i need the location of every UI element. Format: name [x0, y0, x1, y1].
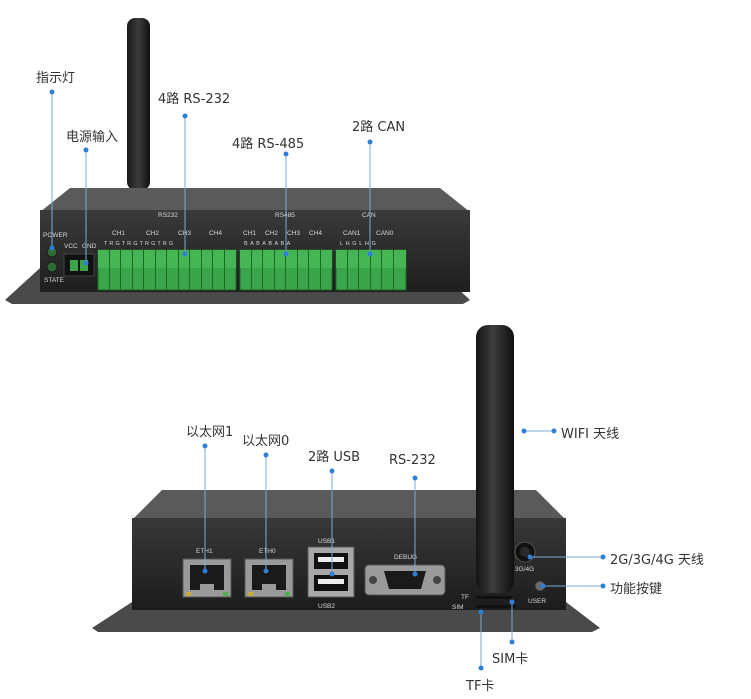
state-led — [46, 261, 58, 273]
rs485-ch3-silk: CH3 — [287, 230, 301, 237]
can-callout: 2路 CAN — [352, 120, 406, 135]
ant4g-silk: 3G/4G — [515, 566, 535, 573]
wifi-antenna-callout: WIFI 天线 — [561, 427, 620, 442]
usb-callout: 2路 USB — [308, 450, 361, 465]
can-terminal-cells — [336, 250, 406, 290]
rs232-pins-silk: T R G T R G T R G T R G — [104, 241, 174, 247]
function-key-callout: 功能按键 — [610, 582, 663, 597]
eth0-callout: 以太网0 — [242, 434, 290, 449]
eth0-silk: ETH0 — [259, 548, 276, 555]
rs232-db9-callout: RS-232 — [389, 453, 436, 468]
eth1-callout: 以太网1 — [186, 425, 234, 440]
top-antenna — [127, 18, 150, 190]
eth0-port — [244, 558, 294, 598]
eth1-port — [182, 558, 232, 598]
rs232-ch1-silk: CH1 — [112, 230, 126, 237]
rs485-callout: 4路 RS-485 — [232, 137, 305, 152]
rs232-callout: 4路 RS-232 — [158, 92, 231, 107]
rs485-terminal-cells — [240, 250, 332, 290]
rs485-ch2-silk: CH2 — [265, 230, 279, 237]
can0-silk: CAN0 — [376, 230, 394, 237]
eth1-silk: ETH1 — [196, 548, 213, 555]
indicator-callout: 指示灯 — [36, 71, 76, 86]
wifi-antenna — [476, 325, 514, 593]
power-input-callout: 电源输入 — [66, 130, 119, 145]
rs485-pins-silk: B A B A B A B A — [244, 241, 291, 247]
top-device-illustration — [5, 18, 470, 304]
rs485-silk: RS485 — [275, 212, 295, 219]
sim-callout: SIM卡 — [492, 652, 529, 667]
tf-slot — [476, 596, 512, 599]
gnd-silk: GND — [82, 243, 97, 250]
rs232-silk: RS232 — [158, 212, 178, 219]
can-silk: CAN — [362, 212, 376, 219]
vcc-silk: VCC — [64, 243, 78, 250]
debug-silk: DEBUG — [394, 554, 418, 561]
state-silk: STATE — [44, 277, 64, 284]
tf-callout: TF卡 — [466, 679, 495, 694]
antenna-4g-callout: 2G/3G/4G 天线 — [610, 553, 704, 568]
sim-slot — [476, 605, 516, 608]
rs485-ch1-silk: CH1 — [243, 230, 257, 237]
sim-silk: SIM — [452, 604, 464, 611]
usb2-silk: USB2 — [318, 603, 335, 610]
top-leader-lines — [49, 89, 373, 266]
rs232-terminal-cells — [98, 250, 236, 290]
rs232-ch4-silk: CH4 — [209, 230, 223, 237]
rs232-ch2-silk: CH2 — [146, 230, 160, 237]
usb1-silk: USB1 — [318, 538, 335, 545]
can1-silk: CAN1 — [343, 230, 361, 237]
tf-silk: TF — [461, 594, 469, 601]
can-pins-silk: L H G L H G — [340, 241, 377, 247]
rs485-ch4-silk: CH4 — [309, 230, 323, 237]
power-silk: POWER — [43, 232, 68, 239]
user-silk: USER — [528, 598, 547, 605]
